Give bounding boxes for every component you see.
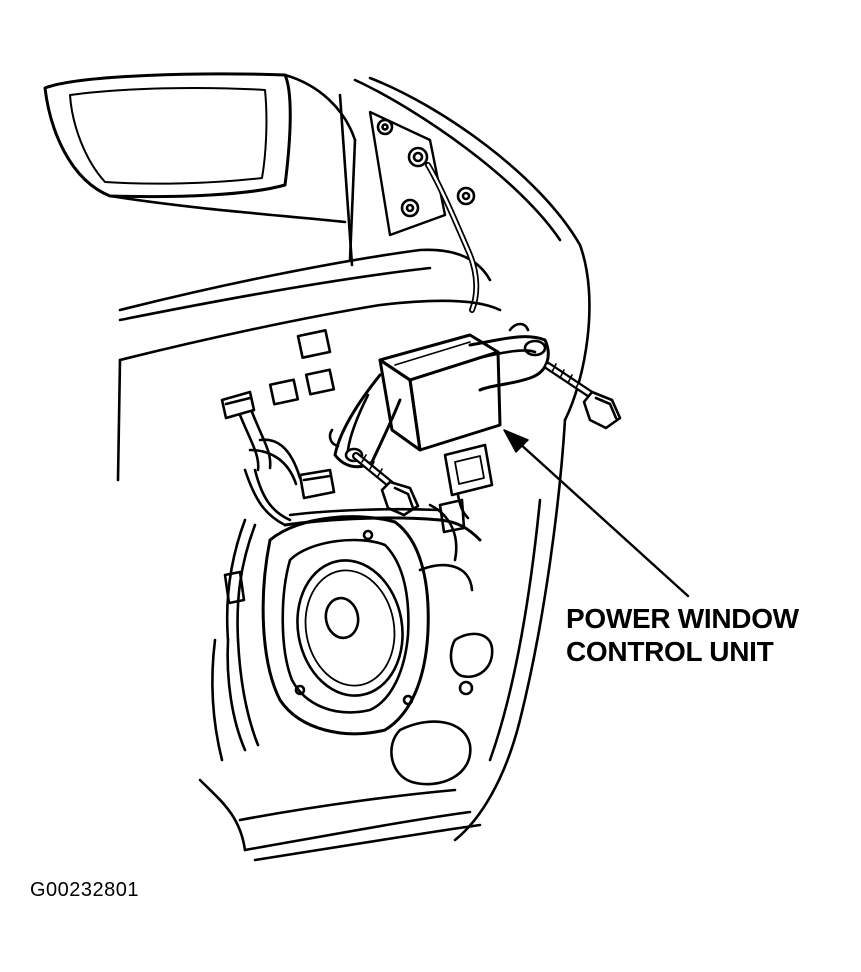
callout-label: POWER WINDOW CONTROL UNIT xyxy=(566,602,846,668)
bolt-right xyxy=(548,364,620,428)
window-frame xyxy=(120,78,589,420)
bolt-left xyxy=(356,455,418,515)
mirror-mount xyxy=(370,112,476,310)
mounting-bracket xyxy=(330,324,548,467)
door-inner-panel xyxy=(118,301,565,860)
callout-leader xyxy=(504,430,688,596)
power-window-control-unit xyxy=(380,335,500,450)
panel-openings xyxy=(270,330,492,784)
callout-line-1: POWER WINDOW xyxy=(566,603,799,634)
speaker xyxy=(263,517,428,734)
callout-line-2: CONTROL UNIT xyxy=(566,636,774,667)
figure-id: G00232801 xyxy=(30,879,140,901)
wiring-harness xyxy=(212,392,492,760)
side-mirror xyxy=(45,74,355,222)
